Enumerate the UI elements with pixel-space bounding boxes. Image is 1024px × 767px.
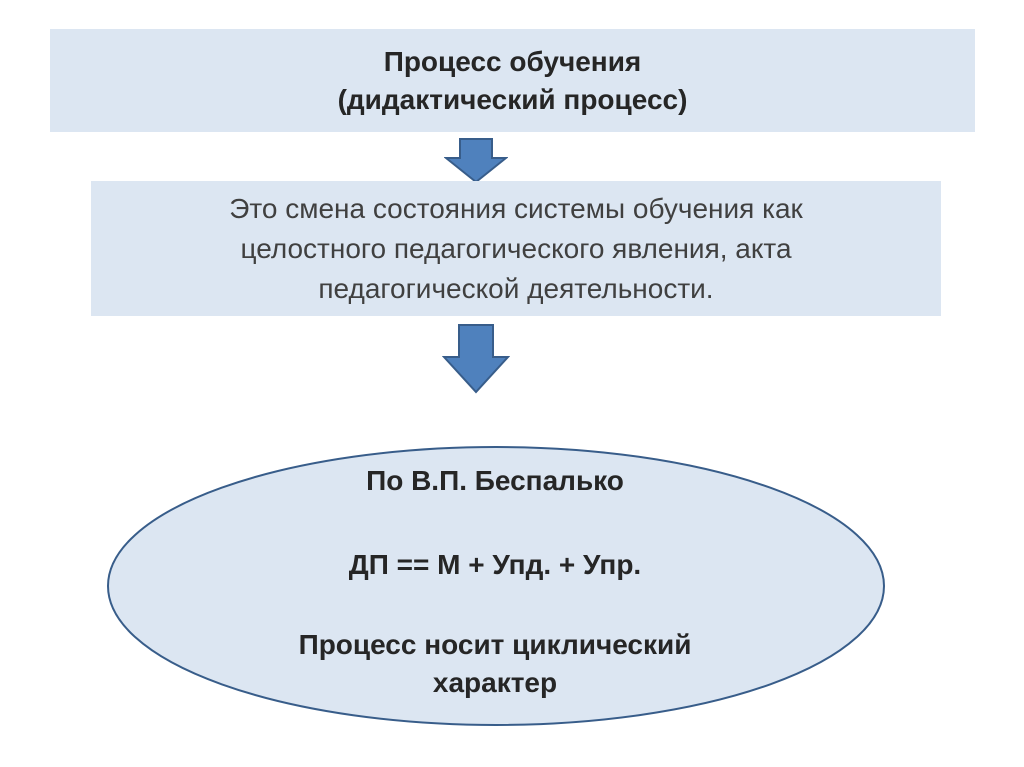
definition-line-2: целостного педагогического явления, акта [240, 232, 792, 264]
definition-box: Это смена состояния системы обучения как… [91, 181, 941, 316]
ellipse-note-line-2: характер [432, 667, 558, 698]
definition-line-1: Это смена состояния системы обучения как [229, 192, 803, 224]
definition-line-3: педагогической деятельности. [318, 272, 714, 304]
down-arrow-icon [442, 324, 510, 394]
title-line-1: Процесс обучения [383, 45, 642, 77]
down-arrow-icon [444, 138, 508, 184]
ellipse-author: По В.П. Беспалько [366, 465, 624, 496]
ellipse-note: Процесс носит циклический характер [150, 626, 840, 702]
ellipse-formula: ДП == М + Упд. + Упр. [348, 549, 642, 580]
title-line-2: (дидактический процесс) [337, 83, 688, 115]
ellipse-note-line-1: Процесс носит циклический [298, 629, 692, 660]
title-box: Процесс обучения (дидактический процесс) [50, 29, 975, 132]
